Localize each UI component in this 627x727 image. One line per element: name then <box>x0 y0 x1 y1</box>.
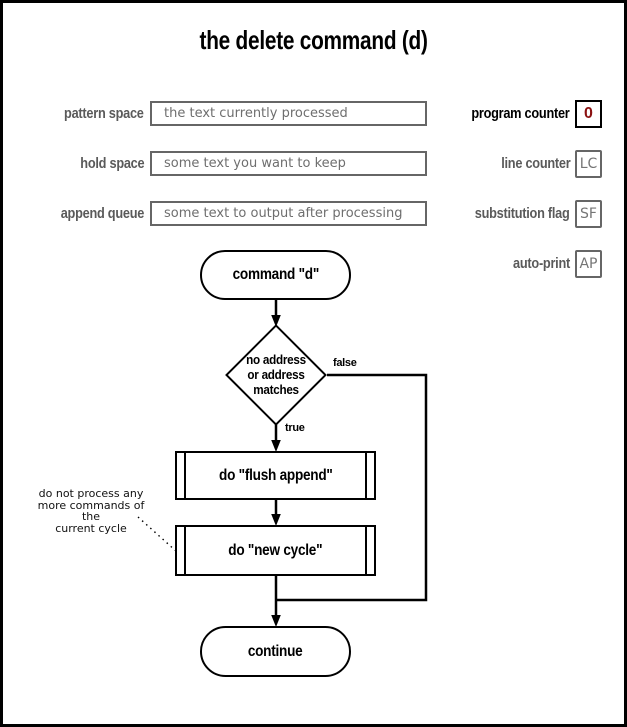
start-node: command "d" <box>200 250 351 300</box>
hold-space-box: some text you want to keep <box>150 151 427 176</box>
hold-space-value: some text you want to keep <box>164 156 346 171</box>
auto-print-box: AP <box>575 250 602 278</box>
process-new-cycle-node: do "new cycle" <box>175 525 376 576</box>
page-title: the delete command (d) <box>0 25 627 55</box>
decision-node-text: no address or address matches <box>246 352 306 397</box>
substitution-flag-box: SF <box>575 200 602 228</box>
line-counter-label: line counter <box>500 155 570 172</box>
pattern-space-box: the text currently processed <box>150 101 427 126</box>
end-node: continue <box>200 626 351 677</box>
pattern-space-label: pattern space <box>64 105 144 122</box>
append-queue-label: append queue <box>60 205 145 222</box>
auto-print-label: auto-print <box>513 255 570 272</box>
append-queue-value: some text to output after processing <box>164 206 403 221</box>
false-branch-label: false <box>333 357 357 369</box>
program-counter-box: 0 <box>575 100 602 128</box>
append-queue-box: some text to output after processing <box>150 201 427 226</box>
annotation-note: do not process any more commands of the … <box>37 487 145 535</box>
hold-space-label: hold space <box>79 155 144 172</box>
process-flush-append-node: do "flush append" <box>175 451 376 500</box>
program-counter-label: program counter <box>471 105 570 122</box>
pattern-space-value: the text currently processed <box>164 106 348 121</box>
page-title-text: the delete command (d) <box>199 25 428 55</box>
true-branch-label: true <box>285 422 305 434</box>
line-counter-box: LC <box>575 150 602 178</box>
substitution-flag-label: substitution flag <box>475 205 570 222</box>
